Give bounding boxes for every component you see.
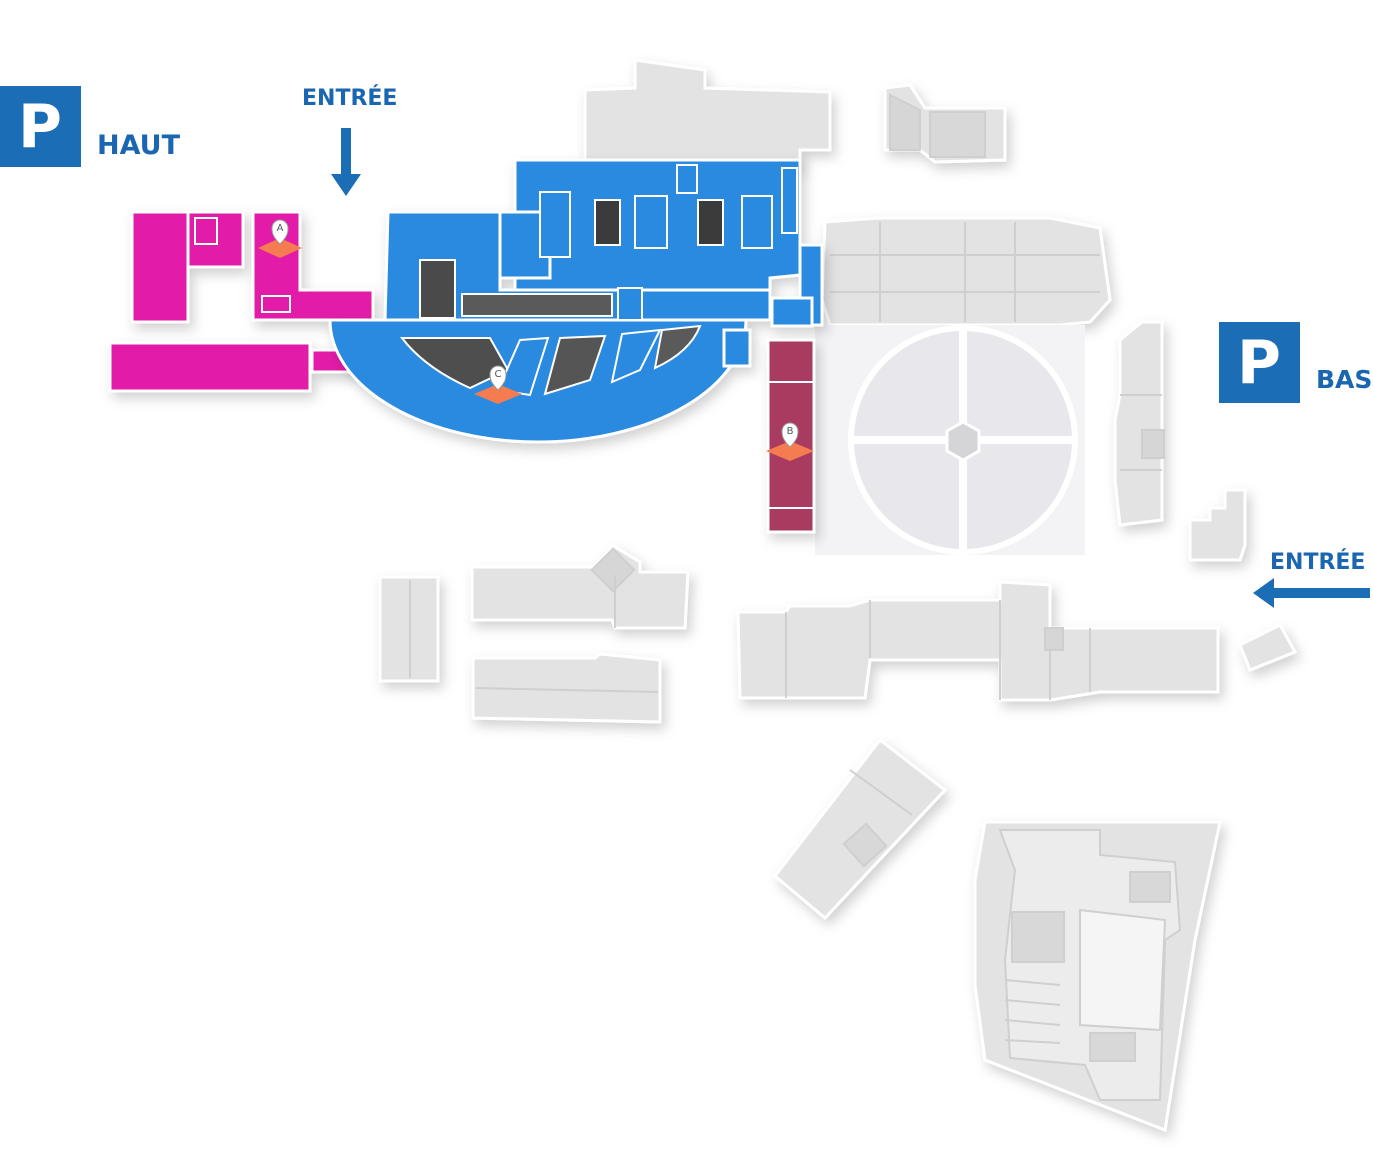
zone-blue-details bbox=[399, 164, 798, 397]
marker-a-letter: A bbox=[277, 223, 284, 234]
marker-b-letter: B bbox=[787, 426, 794, 437]
building-stair bbox=[1188, 488, 1247, 562]
entrance-right-arrow-icon bbox=[1253, 578, 1370, 608]
building-north bbox=[583, 58, 832, 167]
marker-c[interactable]: C bbox=[474, 365, 522, 404]
parking-top-symbol: P bbox=[18, 92, 62, 162]
entrance-top-arrow-icon bbox=[331, 128, 361, 196]
building-south-row bbox=[736, 580, 1220, 702]
marker-a[interactable]: A bbox=[258, 219, 302, 258]
parking-top-label: HAUT bbox=[97, 130, 181, 161]
building-mid-lower bbox=[471, 652, 662, 724]
parking-bottom[interactable]: P bbox=[1219, 322, 1300, 403]
grey-building-details bbox=[409, 93, 1182, 1101]
building-mid-row bbox=[470, 542, 690, 630]
building-annex bbox=[1238, 623, 1298, 672]
courtyard bbox=[815, 325, 1085, 555]
marker-c-letter: C bbox=[495, 369, 502, 380]
parking-bottom-symbol: P bbox=[1237, 328, 1281, 398]
parking-top[interactable]: P bbox=[0, 86, 81, 167]
entrance-top-label[interactable]: ENTRÉE bbox=[302, 86, 398, 111]
parking-bottom-label: BAS bbox=[1316, 365, 1373, 394]
zone-pink bbox=[108, 210, 375, 393]
parking-top-sign bbox=[0, 86, 81, 167]
entrance-right-label[interactable]: ENTRÉE bbox=[1270, 550, 1366, 575]
parking-bottom-sign bbox=[1219, 322, 1300, 403]
building-east-vertical bbox=[1113, 320, 1164, 527]
marker-b[interactable]: B bbox=[766, 422, 814, 461]
